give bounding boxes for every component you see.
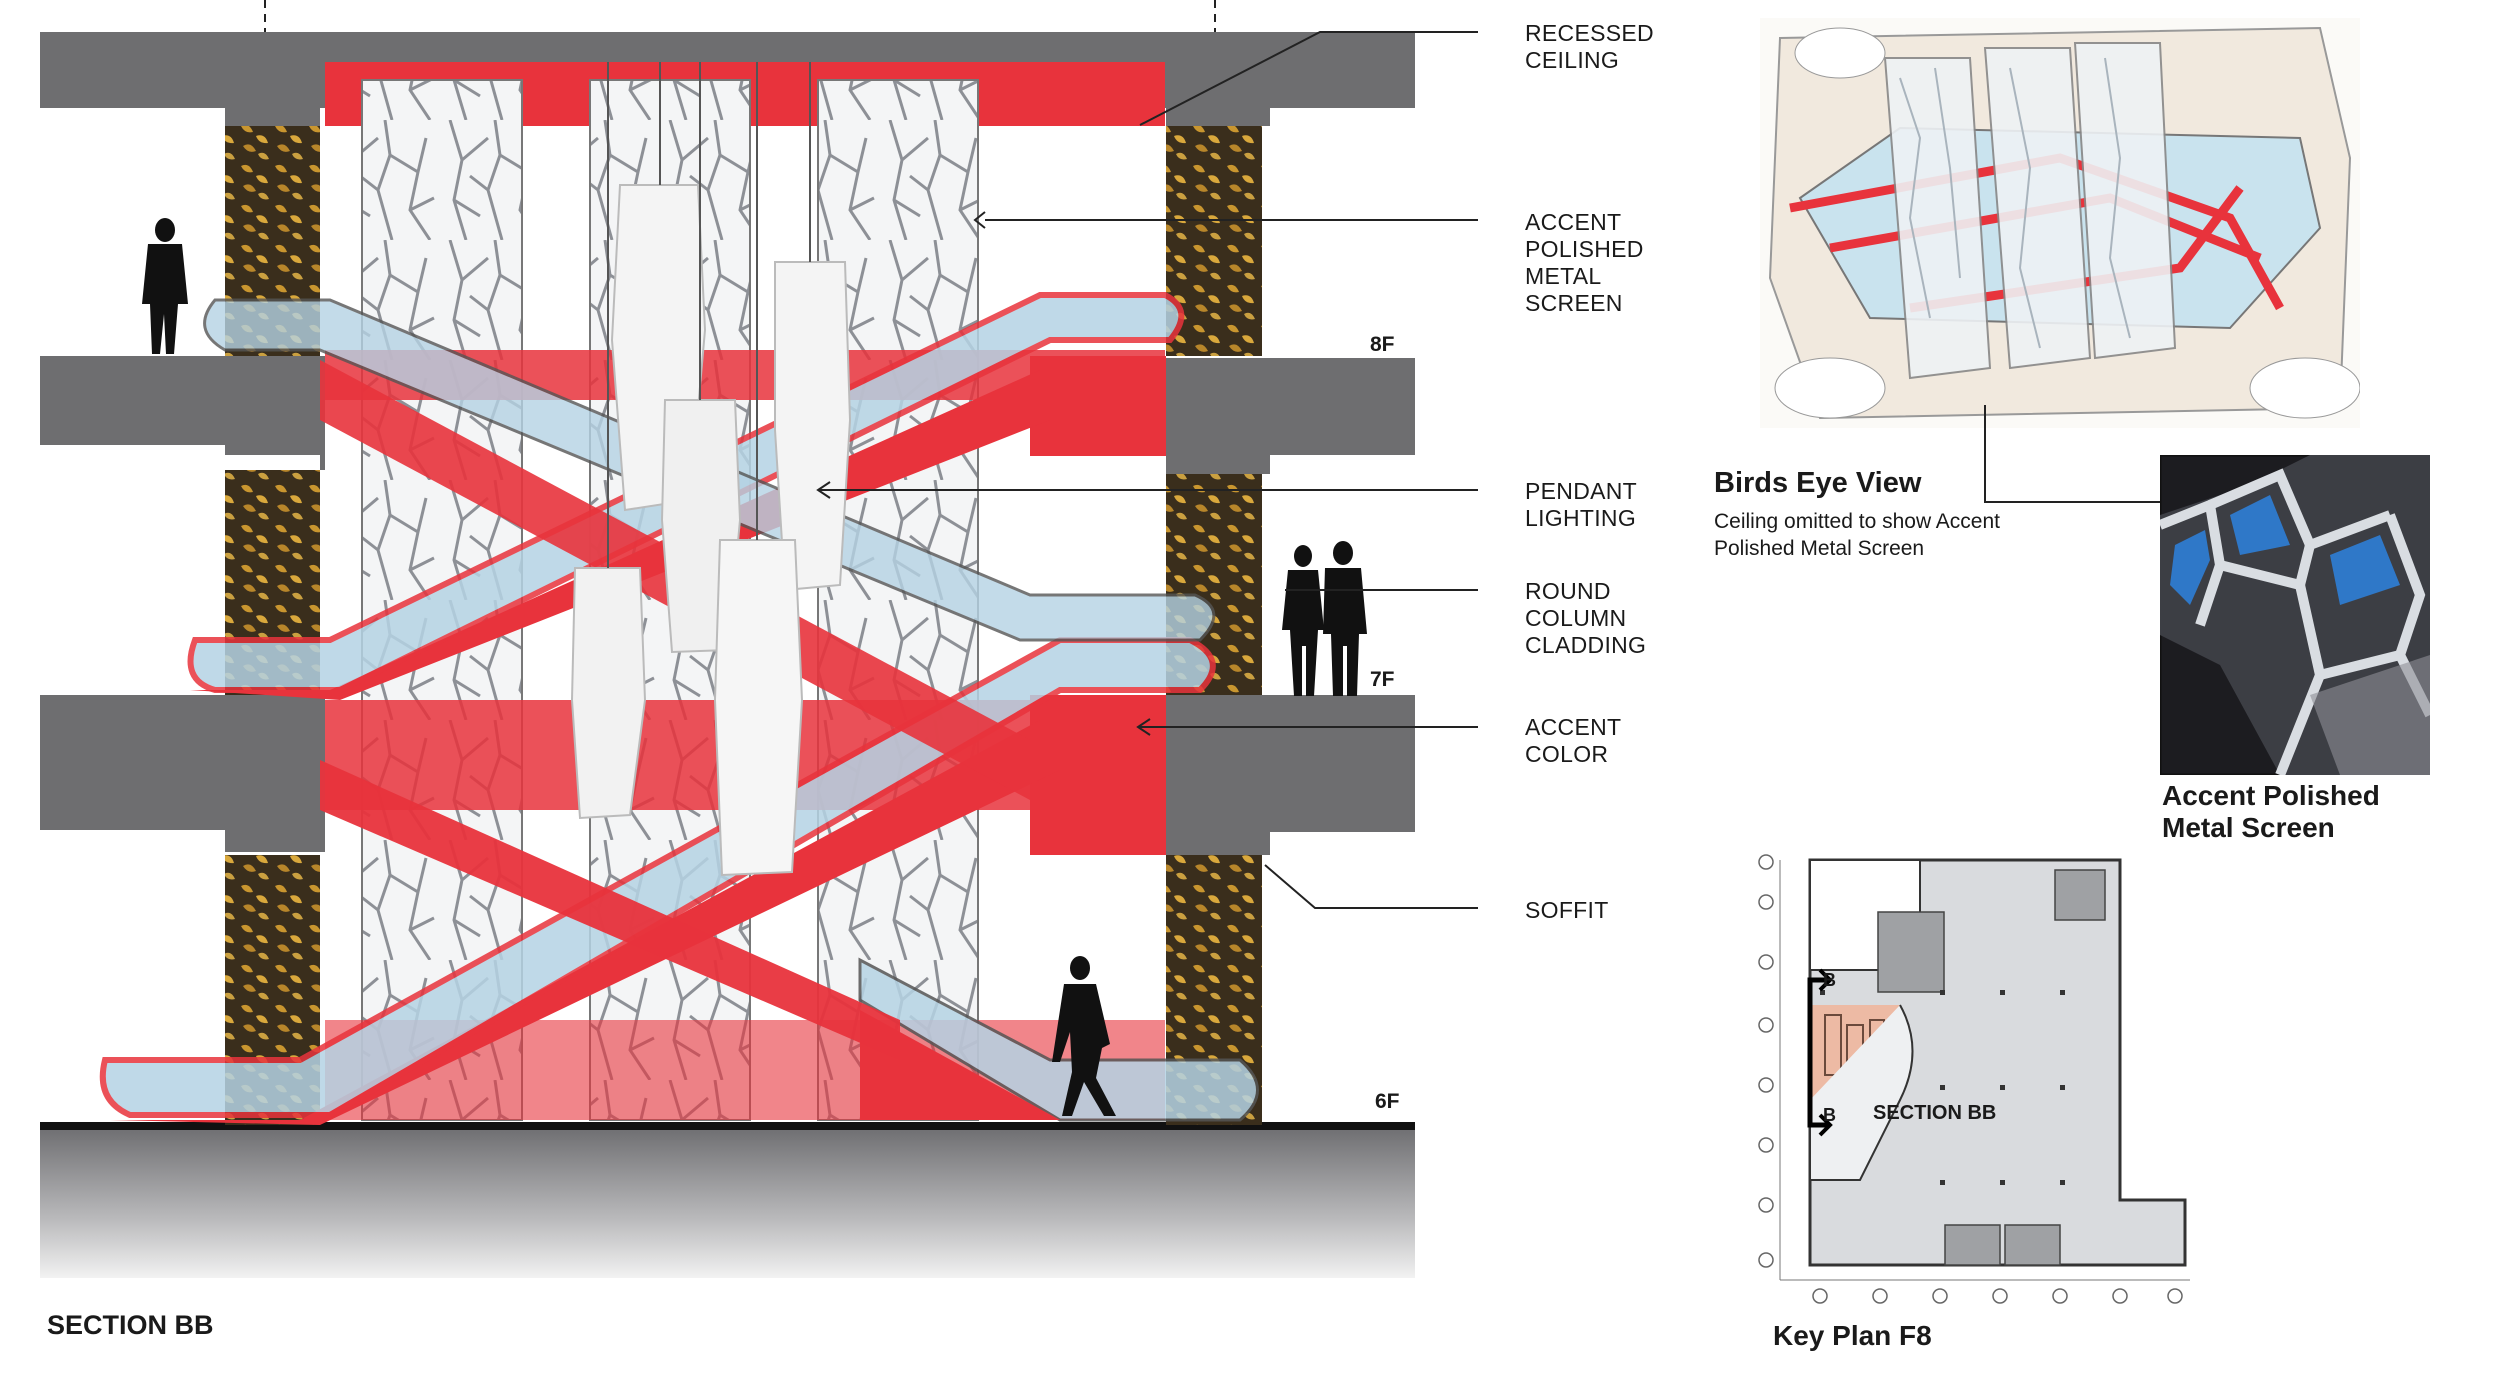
slab-8f [40,356,325,470]
pendant-lights [570,62,852,877]
birds-eye-caption: Ceiling omitted to show Accent Polished … [1714,510,2000,560]
callout-accent-color: ACCENT COLOR [1525,714,1622,767]
callout-recessed-ceiling: RECESSED CEILING [1525,20,1654,73]
metal-screen-detail-image [2160,455,2430,775]
key-plan-title: Key Plan F8 [1773,1320,1932,1351]
key-plan-f8 [1750,850,2200,1310]
callout-soffit: SOFFIT [1525,897,1609,923]
birds-eye-title: Birds Eye View [1714,467,1922,499]
callout-pendant-lighting: PENDANT LIGHTING [1525,478,1638,531]
ground-slab [40,1126,1415,1278]
detail-title: Accent Polished Metal Screen [2162,780,2380,843]
leader-lines [816,31,1478,909]
people-silhouettes [142,218,1367,1116]
floor-label-6f: 6F [1375,1090,1400,1113]
key-plan-section-label: SECTION BB [1873,1102,1997,1124]
callout-column-cladding: ROUND COLUMN CLADDING [1525,578,1647,658]
section-bb-drawing [40,0,1478,1278]
section-title: SECTION BB [47,1310,214,1340]
floor-label-7f: 7F [1370,668,1395,691]
key-plan-marker-bottom: B [1823,1105,1836,1125]
birds-eye-view-image [1760,18,2360,428]
floor-label-8f: 8F [1370,333,1395,356]
key-plan-marker-top: B [1823,970,1836,990]
slab-7f [40,695,325,852]
callout-metal-screen: ACCENT POLISHED METAL SCREEN [1525,209,1644,316]
